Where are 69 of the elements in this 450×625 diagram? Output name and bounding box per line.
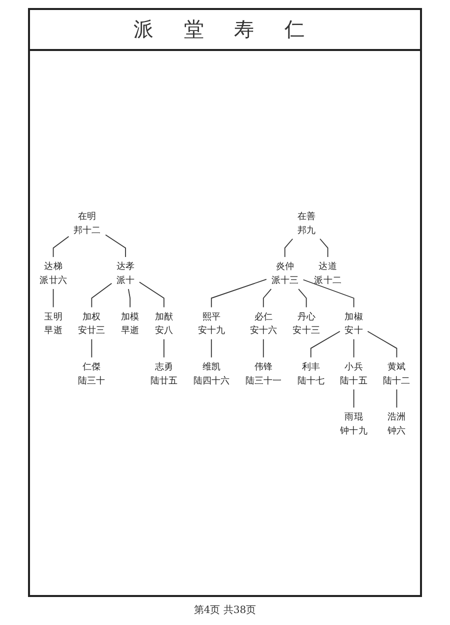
connector xyxy=(163,338,164,358)
node-label: 安十 xyxy=(344,324,363,336)
node-label: 早逝 xyxy=(121,324,140,336)
page-number: 第4页 共38页 xyxy=(194,605,256,616)
node-text: 加椒 xyxy=(344,310,363,322)
node-text: 小兵 xyxy=(344,360,363,372)
node-text: 仁傑 xyxy=(82,360,101,372)
node-label: 陆三十一 xyxy=(245,374,282,386)
connector xyxy=(320,238,328,258)
node-label: 安十三 xyxy=(292,324,320,336)
node-label: 安廿三 xyxy=(78,324,106,336)
node-text: 在明 xyxy=(78,210,96,222)
node-text: 炎仲 xyxy=(276,260,294,272)
node-text: 志勇 xyxy=(154,360,174,372)
connector xyxy=(310,330,340,358)
connector xyxy=(262,338,264,358)
node-text: 加权 xyxy=(82,310,101,322)
connector xyxy=(210,278,267,308)
page-title: 派 堂 寿 仁 xyxy=(28,8,422,51)
node-label: 陆四十六 xyxy=(193,374,230,386)
connector xyxy=(105,234,126,258)
node-label: 安十六 xyxy=(250,324,277,336)
connector xyxy=(353,338,354,358)
node-label: 陆廿五 xyxy=(150,374,178,386)
node-text: 维凯 xyxy=(202,360,220,372)
node-label: 安八 xyxy=(154,324,174,336)
node-text: 加猷 xyxy=(154,310,174,322)
node-text: 在善 xyxy=(297,210,316,222)
node-text: 丹心 xyxy=(297,310,316,322)
node-text: 伟锋 xyxy=(254,360,272,372)
node-text: 玉明 xyxy=(44,310,62,322)
node-text: 达梯 xyxy=(44,260,62,272)
connector xyxy=(284,238,294,258)
node-label: 钟十九 xyxy=(340,424,368,436)
node-text: 加模 xyxy=(121,310,140,322)
node-text: 达孝 xyxy=(116,260,135,272)
node-text: 浩洲 xyxy=(388,410,406,422)
node-text: 利丰 xyxy=(302,360,320,372)
node-label: 陆三十 xyxy=(78,374,106,386)
node-label: 派廿六 xyxy=(40,274,67,285)
node-text: 必仁 xyxy=(254,310,272,322)
node-label: 派十二 xyxy=(314,274,342,285)
node-label: 邦九 xyxy=(297,224,316,235)
node-label: 陆十二 xyxy=(383,374,410,386)
node-text: 熙平 xyxy=(202,310,220,322)
connector xyxy=(52,288,54,308)
connector xyxy=(139,281,164,308)
node-text: 黄斌 xyxy=(388,360,406,372)
node-label: 邦十二 xyxy=(74,224,101,235)
node-label: 派十 xyxy=(116,274,135,285)
node-label: 陆十五 xyxy=(340,374,368,386)
node-label: 安十九 xyxy=(198,324,225,336)
connector xyxy=(262,288,272,308)
node-text: 雨琨 xyxy=(344,410,363,422)
connector xyxy=(353,388,354,408)
connector xyxy=(367,330,398,358)
connector xyxy=(396,388,398,408)
connector xyxy=(128,288,131,308)
connector xyxy=(298,288,307,308)
node-label: 陆十七 xyxy=(297,374,324,386)
connector xyxy=(91,282,112,308)
connector xyxy=(210,338,212,358)
node-text: 达道 xyxy=(318,260,337,272)
node-label: 早逝 xyxy=(44,324,62,336)
connector xyxy=(302,279,354,308)
node-label: 钟六 xyxy=(388,424,406,436)
connector xyxy=(91,338,92,358)
connector xyxy=(52,236,70,258)
node-label: 派十三 xyxy=(271,274,298,285)
